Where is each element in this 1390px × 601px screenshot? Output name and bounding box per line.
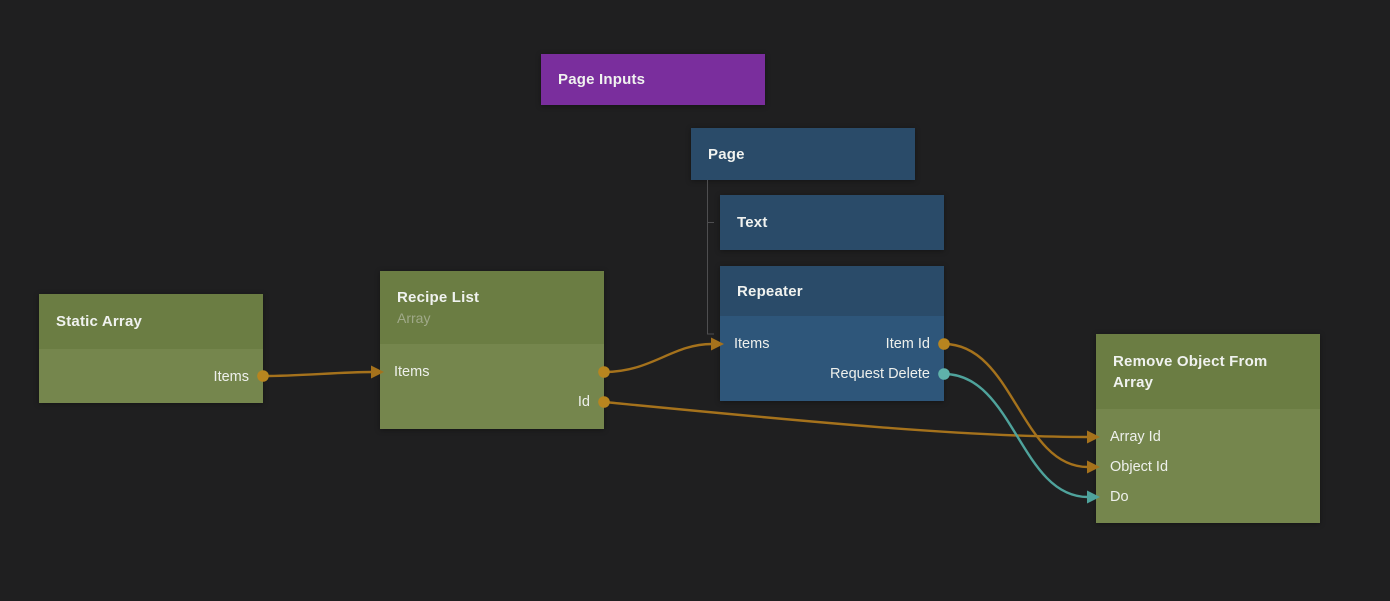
node-header: Text [720, 195, 944, 250]
port-items[interactable]: Items [734, 336, 770, 352]
connection-static-array-items-to-recipe-list-items[interactable] [262, 370, 373, 378]
port-items[interactable]: Items [213, 369, 249, 385]
node-title: Page Inputs [558, 71, 646, 88]
node-title: Page [708, 145, 745, 163]
node-ports: Items Item Id Request Delete [720, 316, 944, 401]
node-title: Text [737, 214, 768, 231]
connection-recipe-list-items-to-repeater-items[interactable] [603, 342, 713, 374]
node-header: Page Inputs [541, 54, 765, 105]
port-do[interactable]: Do [1110, 489, 1129, 505]
node-title: Recipe List [397, 289, 480, 306]
node-text[interactable]: Text [720, 195, 944, 250]
port-row: Id [380, 387, 604, 417]
node-subtitle: Array [397, 310, 431, 326]
port-id[interactable]: Id [577, 394, 590, 410]
port-row: Object Id [1096, 452, 1320, 482]
node-header: Page [691, 128, 915, 180]
connection-recipe-list-id-to-remove-object-array-id[interactable] [603, 400, 1089, 439]
node-title: Remove Object From Array [1113, 352, 1268, 391]
connection-repeater-request-delete-to-remove-object-do[interactable] [943, 372, 1089, 499]
node-header: Static Array [39, 294, 263, 349]
port-request-delete[interactable]: Request Delete [830, 366, 930, 382]
connection-repeater-item-id-to-remove-object-object-id[interactable] [943, 342, 1089, 469]
node-page[interactable]: Page [691, 128, 915, 180]
port-object-id[interactable]: Object Id [1110, 459, 1169, 475]
node-header: Repeater [720, 266, 944, 316]
port-row: Request Delete [720, 359, 944, 389]
node-ports: Items [39, 349, 263, 403]
node-header: Remove Object From Array [1096, 334, 1320, 409]
port-item-id[interactable]: Item Id [885, 336, 930, 352]
node-title: Static Array [56, 313, 143, 330]
port-row: Items Item Id [720, 329, 944, 359]
port-row: Items [380, 357, 604, 387]
node-title: Repeater [737, 282, 803, 300]
node-ports: Array Id Object Id Do [1096, 409, 1320, 523]
port-items[interactable]: Items [394, 364, 430, 380]
port-row: Items [39, 362, 263, 392]
node-page-inputs[interactable]: Page Inputs [541, 54, 765, 105]
port-row: Array Id [1096, 422, 1320, 452]
port-array-id[interactable]: Array Id [1110, 429, 1161, 445]
hierarchy-connector-line [707, 180, 714, 335]
port-row: Do [1096, 482, 1320, 512]
